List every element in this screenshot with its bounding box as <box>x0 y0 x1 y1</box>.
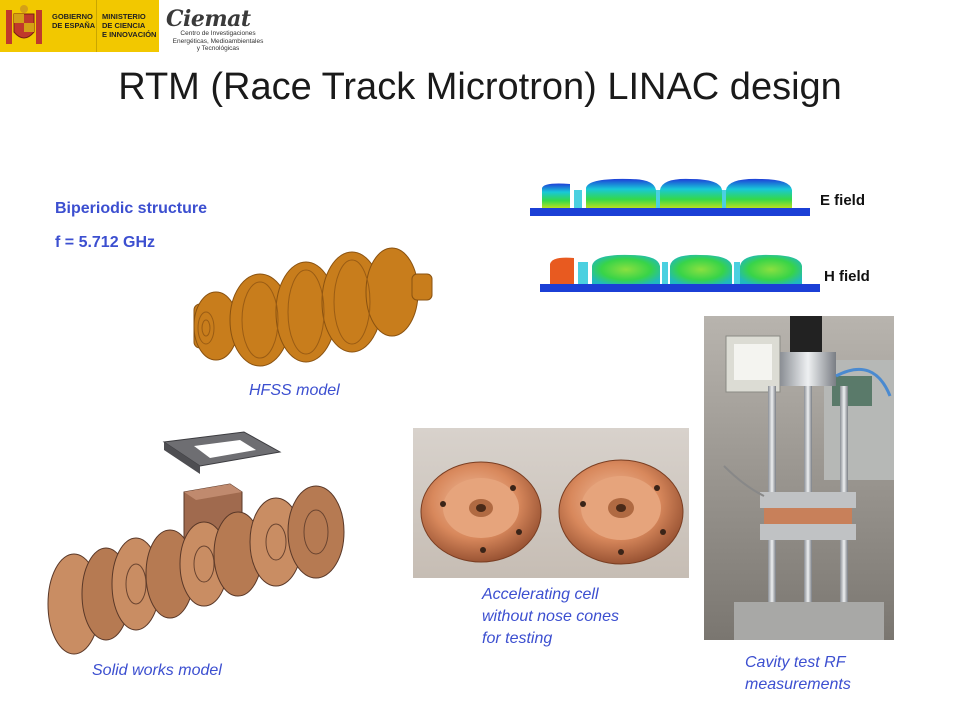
structure-label: Biperiodic structure <box>55 200 208 217</box>
hfss-model-image <box>186 230 442 382</box>
slide-title: RTM (Race Track Microtron) LINAC design <box>118 66 842 108</box>
e-field-simulation <box>530 178 810 216</box>
ciemat-sub-line-2: Energéticas, Medioambientales <box>172 37 264 45</box>
ministry-line-2: DE CIENCIA <box>102 21 146 30</box>
gov-line-1: GOBIERNO <box>52 12 93 21</box>
h-field-label: H field <box>824 268 870 285</box>
solidworks-caption: Solid works model <box>92 662 222 679</box>
cell-caption-line-1: Accelerating cell <box>482 586 599 603</box>
ministry-logo <box>96 0 159 52</box>
ciemat-sub-line-1: Centro de Investigaciones <box>180 30 256 37</box>
cell-caption-line-3: for testing <box>482 630 553 647</box>
header-logos: GOBIERNO DE ESPAÑA MINISTERIO DE CIENCIA… <box>0 0 270 52</box>
gov-line-2: DE ESPAÑA <box>52 21 96 30</box>
ministry-line-1: MINISTERIO <box>102 12 146 21</box>
frequency-label: f = 5.712 GHz <box>55 234 156 251</box>
h-field-simulation <box>540 254 820 292</box>
ministry-text: MINISTERIO DE CIENCIA E INNOVACIÓN <box>102 12 156 39</box>
cavity-test-caption: Cavity test RF measurements <box>745 652 851 696</box>
cavity-caption-line-1: Cavity test RF <box>745 654 846 671</box>
solidworks-model-image <box>44 428 364 664</box>
accelerating-cell-photo <box>413 428 689 578</box>
ciemat-logo: Ciemat <box>166 6 251 32</box>
cell-caption-line-2: without nose cones <box>482 608 619 625</box>
ministry-line-3: E INNOVACIÓN <box>102 30 157 39</box>
ciemat-subtitle: Centro de Investigaciones Energéticas, M… <box>170 30 266 53</box>
government-text: GOBIERNO DE ESPAÑA <box>52 12 95 30</box>
cavity-test-photo <box>704 316 894 640</box>
hfss-caption: HFSS model <box>249 382 340 399</box>
e-field-label: E field <box>820 192 866 209</box>
cavity-caption-line-2: measurements <box>745 676 851 693</box>
spain-coat-of-arms-icon <box>6 5 42 44</box>
ciemat-sub-line-3: y Tecnológicas <box>196 45 240 52</box>
accelerating-cell-caption: Accelerating cell without nose cones for… <box>482 584 619 650</box>
